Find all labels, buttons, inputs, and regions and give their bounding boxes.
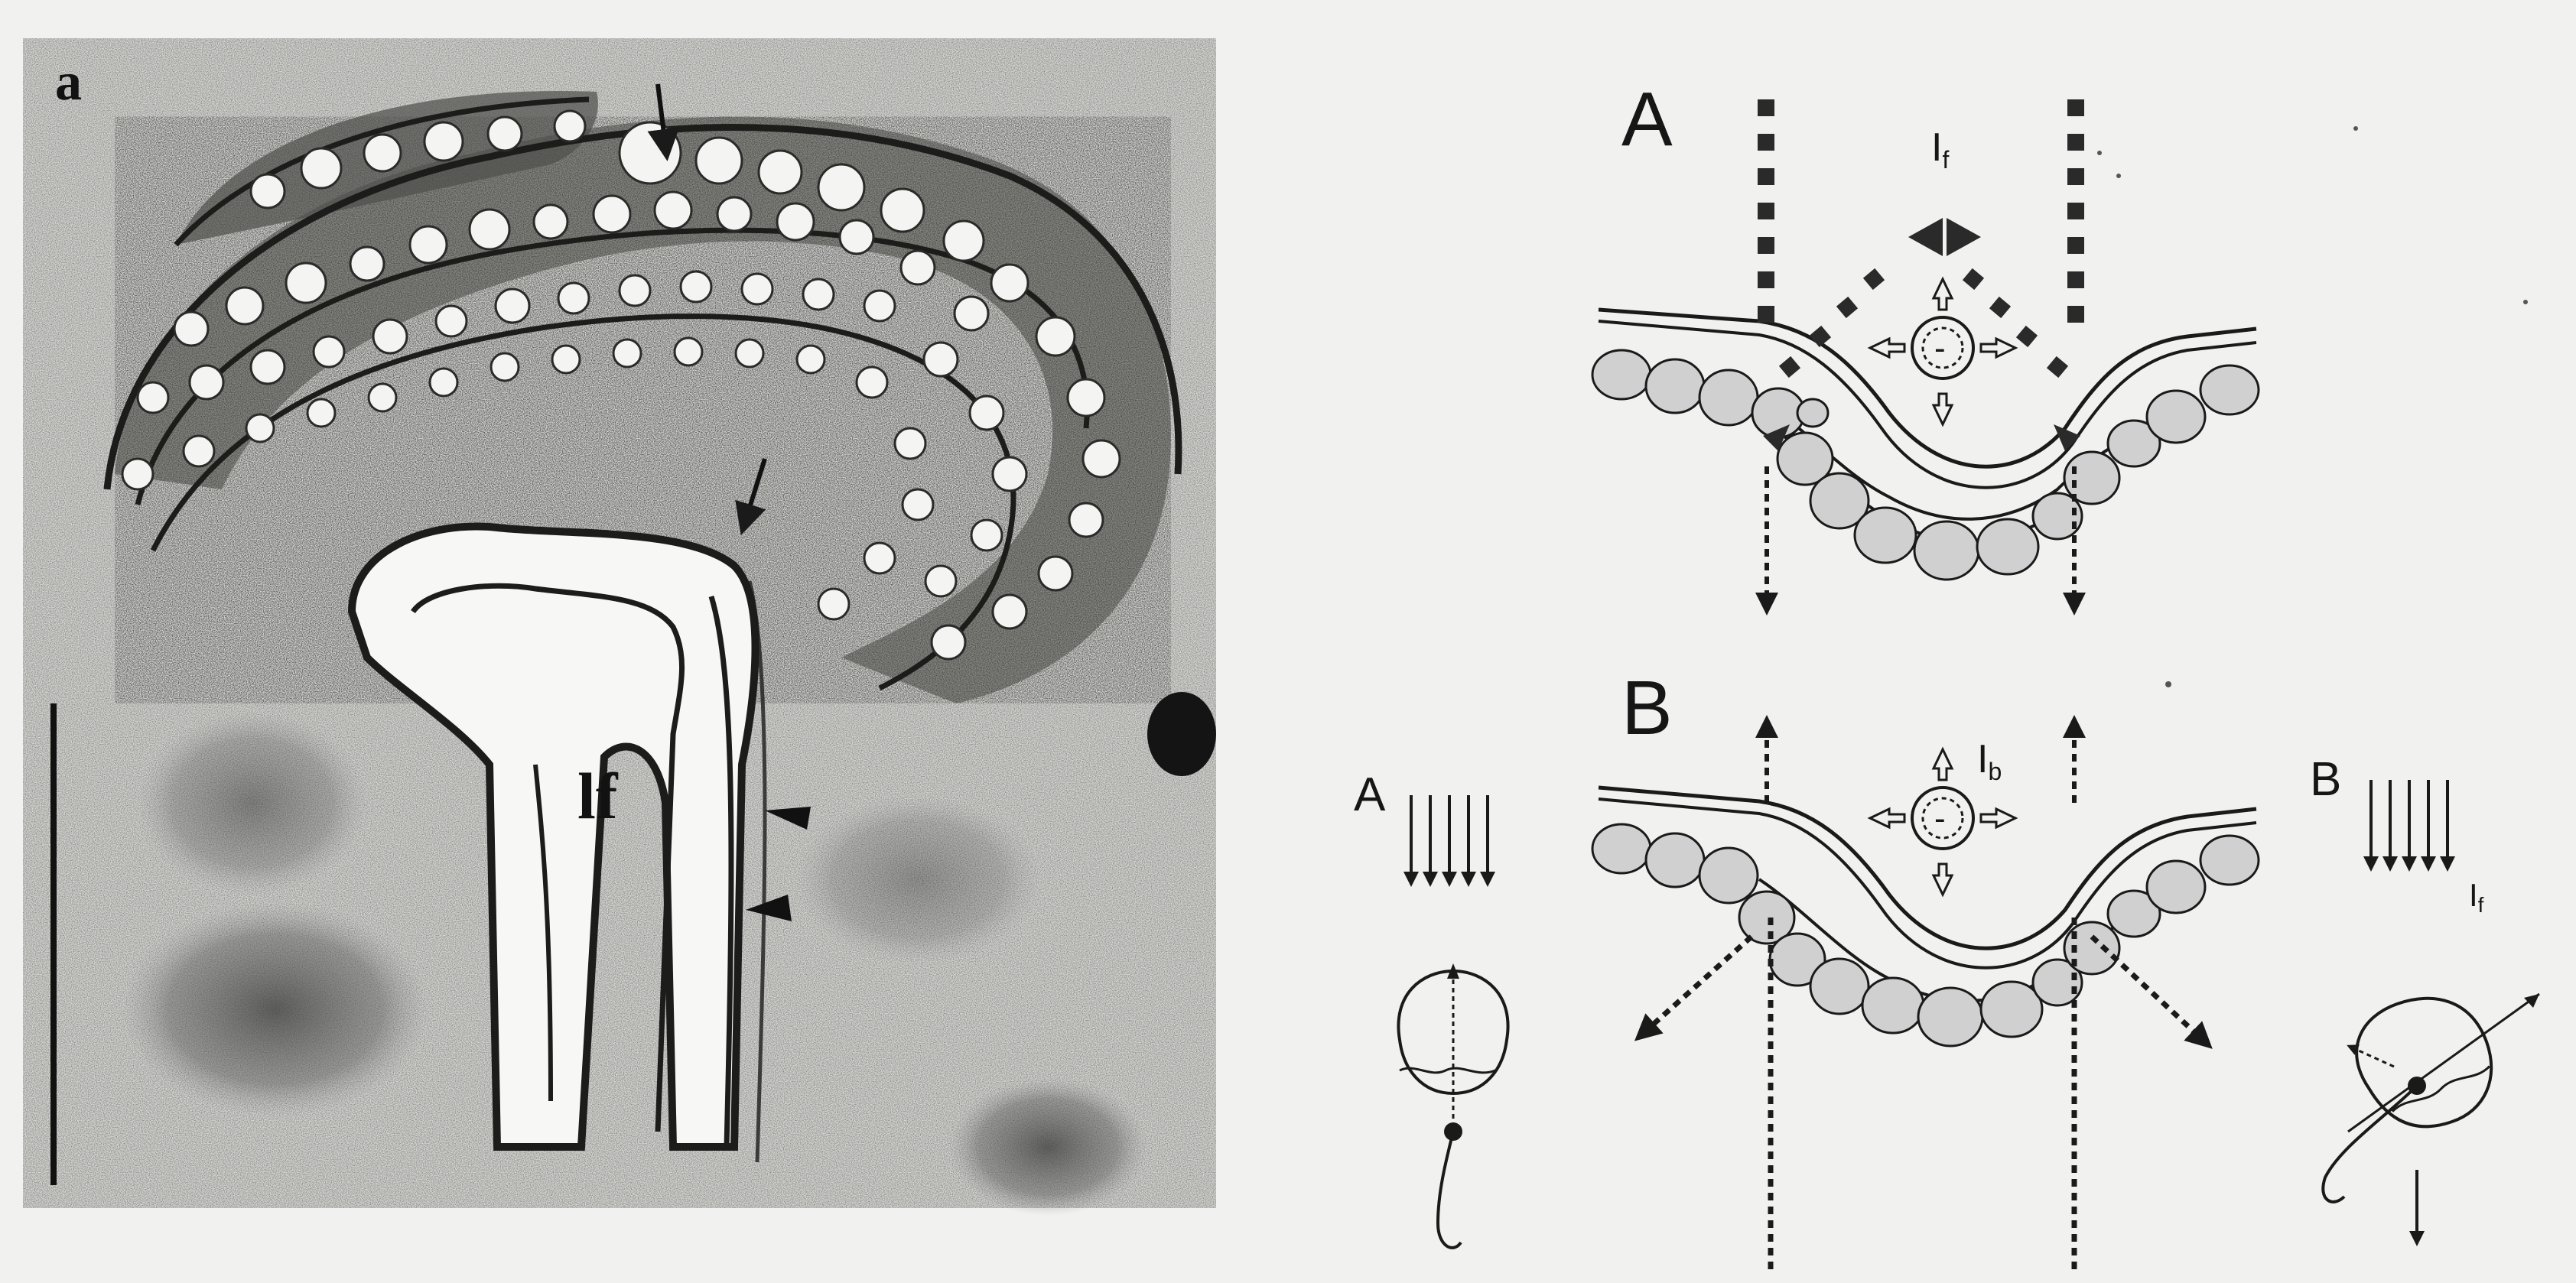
cell-A-schematic (1397, 963, 1510, 1249)
cell-B-current-label: If (2469, 877, 2484, 917)
tissue-blob-1 (122, 902, 428, 1116)
panel-A-head-left (1763, 424, 1790, 451)
lf-core-line (533, 764, 553, 1102)
micrograph-arrowhead-1 (765, 807, 811, 830)
paper-specks (2097, 126, 2528, 687)
panel-A-cells (1591, 349, 2260, 581)
panel-B-membrane-bottom (1598, 797, 2257, 970)
micrograph-arrowhead-2 (746, 895, 792, 921)
cell-B-label: B (2310, 753, 2341, 806)
cell-B-field-arrows (2363, 780, 2455, 872)
membrane-mid (135, 227, 1090, 505)
panel-A-label: A (1621, 76, 1673, 162)
panel-B-cells (1591, 823, 2260, 1048)
membrane-inner (150, 313, 1016, 691)
panel-B-label: B (1621, 665, 1673, 751)
lf-outer-wall (708, 595, 734, 1148)
panel-A-membrane-bottom (1598, 320, 2257, 489)
cell-A-field-arrows (1403, 795, 1495, 887)
membrane-outer (103, 123, 1182, 490)
svg-text:-: - (1934, 800, 1946, 837)
panel-A-current-label: If (1931, 125, 1949, 174)
panel-A-charge: - (1867, 276, 2018, 427)
vesicles (121, 109, 1121, 661)
panel-A-membrane-top (1598, 307, 2257, 469)
lf-label: lf (577, 759, 619, 833)
panel-B-current-label: Ib (1977, 737, 2002, 785)
micrograph-panel-label: a (55, 53, 82, 112)
panel-A-if-arrow-left (1908, 218, 1943, 256)
panel-B-membrane-top (1598, 785, 2257, 950)
lf-inner-wall (411, 583, 685, 1132)
lf-outer-wall-2 (747, 580, 767, 1163)
tissue-blob-3 (948, 1078, 1147, 1216)
scale-bar (50, 703, 57, 1185)
panel-A-current-dots-left (1758, 99, 1774, 323)
panel-A-current-dots-right (2067, 99, 2084, 323)
diagram-panel: A (1354, 76, 2540, 1269)
panel-B-epithelium (1591, 785, 2260, 1048)
panel-B-diagonal-arrow-right (2090, 934, 2213, 1049)
dark-particle (1147, 692, 1216, 776)
cell-B-schematic (2321, 992, 2540, 1246)
micrograph-panel: a lf (23, 38, 1216, 1216)
panel-A-if-arrow-right (1947, 218, 1981, 256)
panel-A-converging-dots (1778, 268, 2069, 378)
lf-structure-outline (347, 522, 759, 1151)
membrane-cap (174, 96, 590, 247)
micrograph-arrow-mid (735, 458, 767, 536)
cell-A-label: A (1354, 768, 1386, 821)
panel-A-head-right (2054, 424, 2080, 451)
panel-A-epithelium (1591, 307, 2260, 581)
panel-B-charge: - (1867, 746, 2018, 898)
panel-B-diagonal-arrow-left (1634, 934, 1754, 1041)
tissue-blob-4 (795, 795, 1040, 963)
svg-text:-: - (1934, 330, 1946, 367)
tissue-blob-2 (138, 711, 367, 895)
micrograph-arrow-top (647, 83, 680, 161)
